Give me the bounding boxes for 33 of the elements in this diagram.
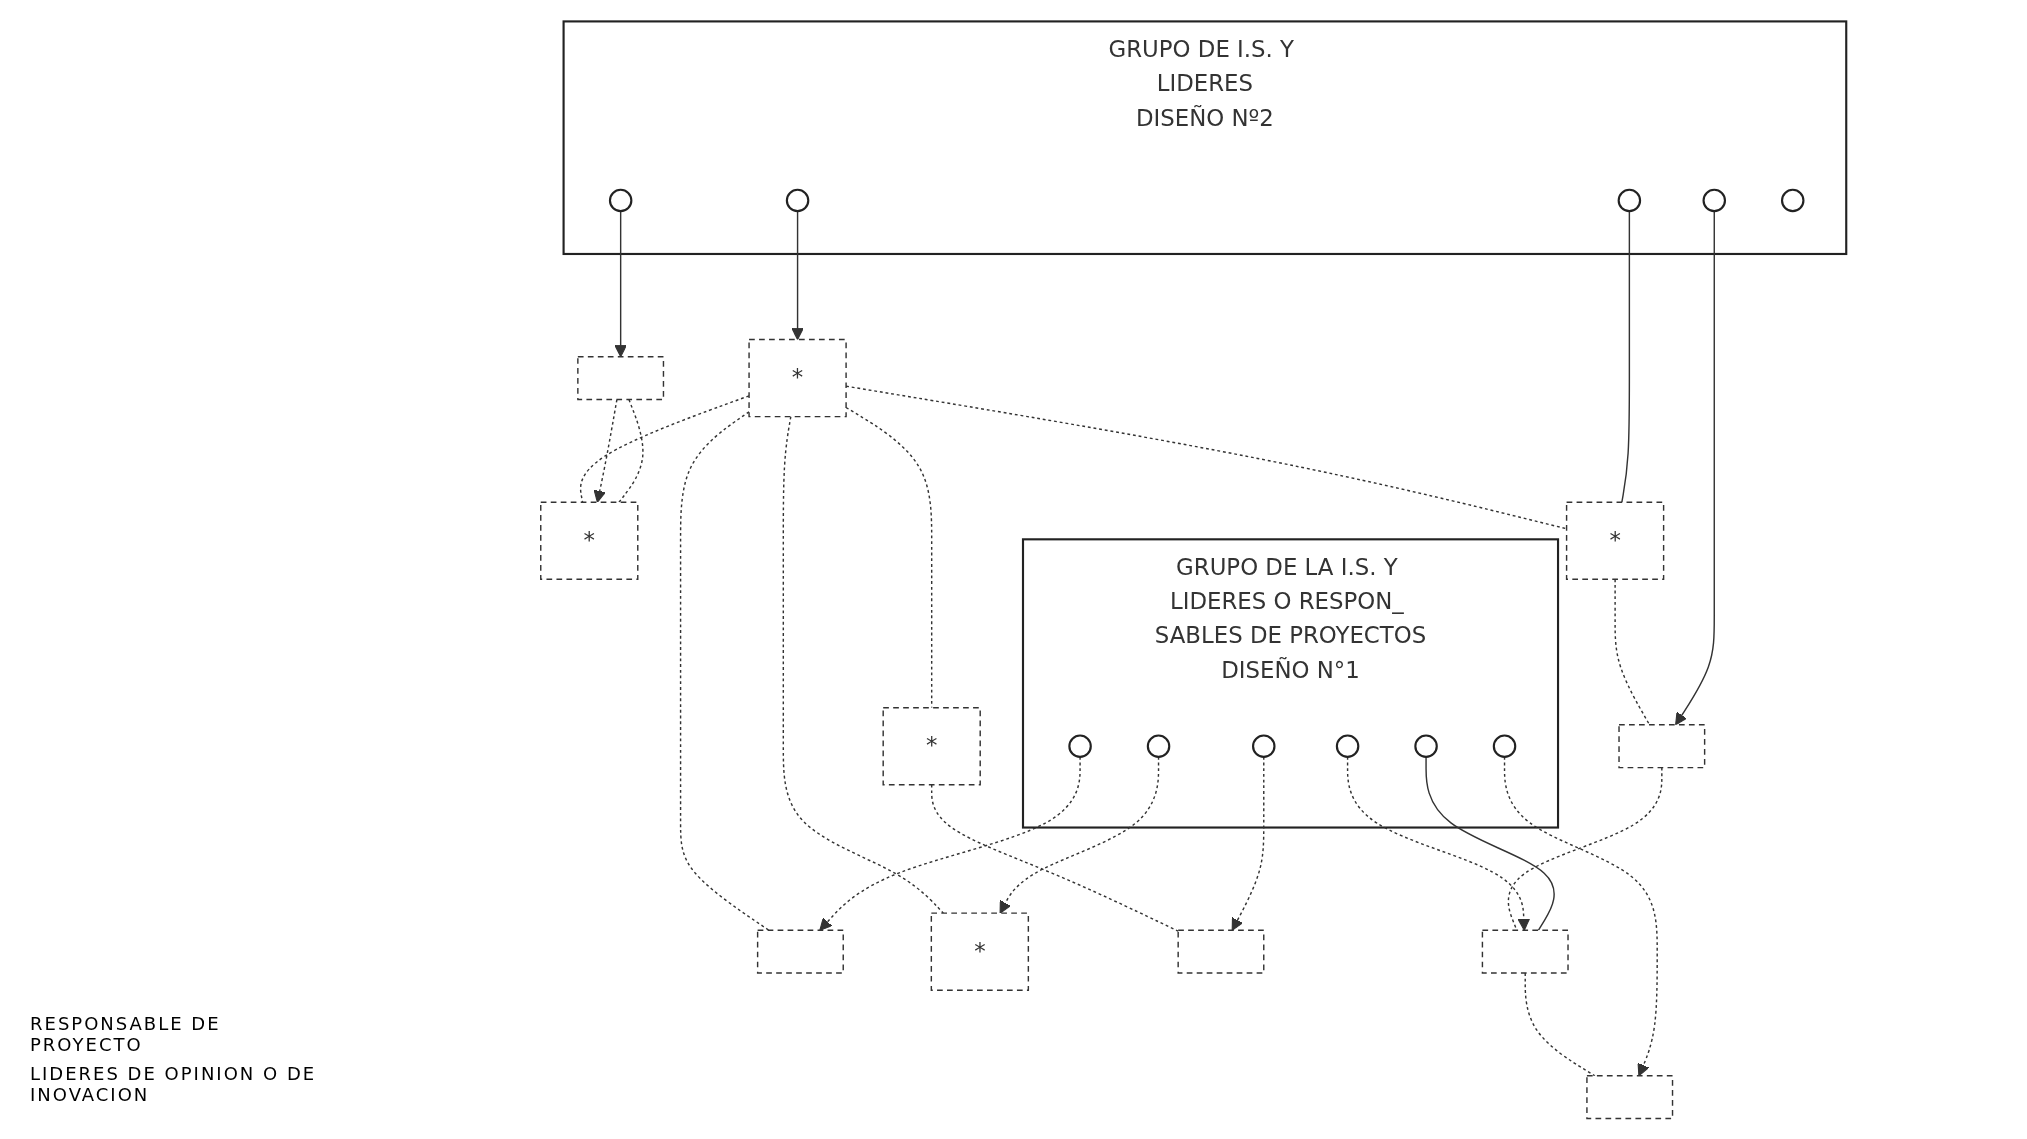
node-box: * bbox=[882, 706, 981, 785]
cluster: GRUPO DE LA I.S. Y LIDERES O RESPON_ SABLES DE PROYECTOS DISEÑO N°1 bbox=[1021, 537, 1560, 829]
arrow bbox=[593, 398, 618, 503]
connector bbox=[1614, 578, 1651, 725]
node-circle bbox=[1414, 733, 1438, 758]
node-circle bbox=[1702, 188, 1727, 212]
node-box: * bbox=[1565, 501, 1665, 580]
note-text: RESPONSABLE DE PROYECTO bbox=[30, 1013, 222, 1055]
note-text: LIDERES DE OPINION O DE INOVACION bbox=[30, 1063, 318, 1105]
connector bbox=[1507, 766, 1663, 931]
node-box bbox=[1177, 929, 1265, 974]
node-circle bbox=[1617, 188, 1642, 212]
connector bbox=[930, 783, 1179, 932]
node-circle bbox=[608, 188, 633, 212]
node-circle bbox=[1335, 733, 1360, 758]
node-box: * bbox=[540, 501, 639, 580]
node-circle bbox=[1068, 733, 1092, 758]
connector bbox=[618, 398, 644, 503]
node-box bbox=[1586, 1074, 1674, 1119]
node-box bbox=[1618, 723, 1706, 768]
node-box: * bbox=[930, 911, 1030, 991]
node-box bbox=[577, 355, 665, 400]
connector bbox=[679, 410, 770, 931]
node-circle bbox=[785, 188, 810, 212]
connector bbox=[579, 394, 750, 503]
node-circle bbox=[1252, 733, 1276, 758]
node-circle bbox=[1146, 733, 1171, 758]
node-box bbox=[1481, 929, 1569, 974]
node-circle bbox=[1780, 188, 1805, 212]
node-box: * bbox=[748, 338, 847, 417]
cluster: GRUPO DE I.S. Y LIDERES DISEÑO Nº2 bbox=[562, 19, 1848, 255]
node-box bbox=[756, 929, 844, 974]
node-circle bbox=[1492, 733, 1517, 758]
